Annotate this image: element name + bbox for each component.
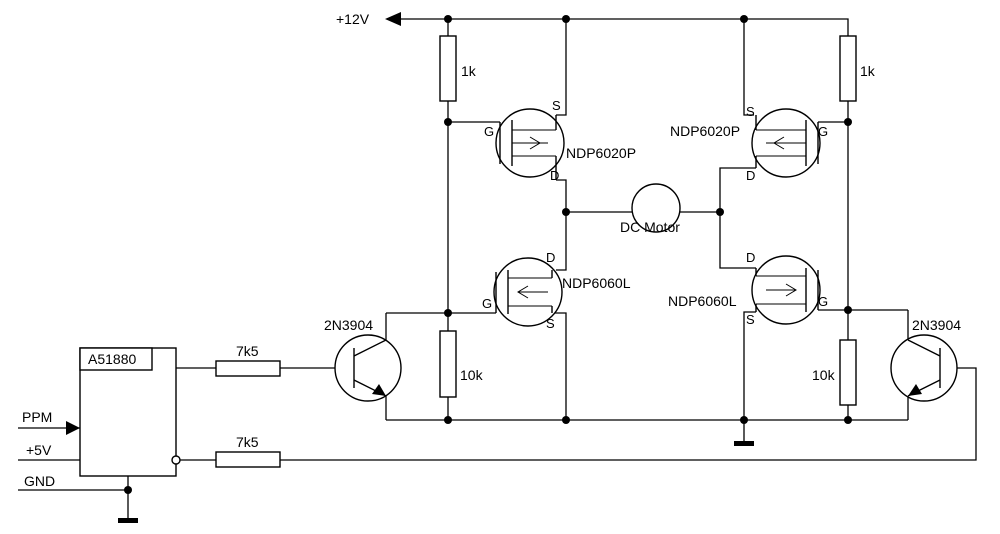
mosfet-top-right-gate-pin: G [818,124,828,139]
supply-12v: +12V [336,11,401,27]
ground-icon-bridge [734,441,754,446]
mosfet-top-left: G S D NDP6020P [484,98,636,183]
mosfet-bottom-left: G S D NDP6060L [482,250,631,331]
resistor-top-left: 1k [439,35,477,102]
controller-name: A51880 [88,351,136,367]
resistor-input-2-label: 7k5 [236,434,259,450]
dc-motor-label: DC Motor [620,219,680,235]
gnd-input-label: GND [24,473,55,489]
resistor-bottom-right: 10k [812,339,857,406]
mosfet-bottom-left-drain-pin: D [546,250,555,265]
resistor-input-1: 7k5 [215,343,281,377]
mosfet-top-left-gate-pin: G [484,124,494,139]
mosfet-bottom-left-gate-pin: G [482,296,492,311]
resistor-bottom-left: 10k [439,330,484,398]
resistor-bottom-left-label: 10k [460,367,484,383]
resistor-bottom-right-label: 10k [812,367,836,383]
resistor-top-right-label: 1k [860,63,876,79]
mosfet-top-right-drain-pin: D [746,168,755,183]
resistor-input-2: 7k5 [215,434,281,468]
junctions [124,15,852,494]
bjt-left-label: 2N3904 [324,317,373,333]
mosfet-bottom-right-source-pin: S [746,312,755,327]
ppm-arrow-icon [66,421,80,435]
mosfet-bottom-left-label: NDP6060L [562,275,631,291]
mosfet-top-right: G S D NDP6020P [670,104,828,183]
mosfet-bottom-right-drain-pin: D [746,250,755,265]
mosfet-top-left-source-pin: S [552,98,561,113]
dc-motor: DC Motor [620,183,681,235]
controller-a51880: A51880 PPM +5V GND [22,347,181,489]
ground-icon-controller [118,518,138,523]
vcc-input-label: +5V [26,442,52,458]
bjt-left: 2N3904 [324,317,402,402]
mosfet-bottom-right: G S D NDP6060L [668,250,828,327]
mosfet-bottom-right-label: NDP6060L [668,293,737,309]
resistor-input-1-label: 7k5 [236,343,259,359]
resistor-top-right: 1k [839,35,876,102]
mosfet-top-left-drain-pin: D [550,168,559,183]
supply-label: +12V [336,11,370,27]
bjt-right: 2N3904 [890,317,961,402]
inverted-output-icon [171,455,181,465]
bjt-right-label: 2N3904 [912,317,961,333]
mosfet-bottom-right-gate-pin: G [818,294,828,309]
mosfet-top-right-label: NDP6020P [670,123,740,139]
mosfet-bottom-left-source-pin: S [546,316,555,331]
wires [18,18,977,520]
supply-arrow-icon [385,12,401,26]
ppm-input-label: PPM [22,409,52,425]
mosfet-top-right-source-pin: S [746,104,755,119]
mosfet-top-left-label: NDP6020P [566,145,636,161]
resistor-top-left-label: 1k [461,63,477,79]
